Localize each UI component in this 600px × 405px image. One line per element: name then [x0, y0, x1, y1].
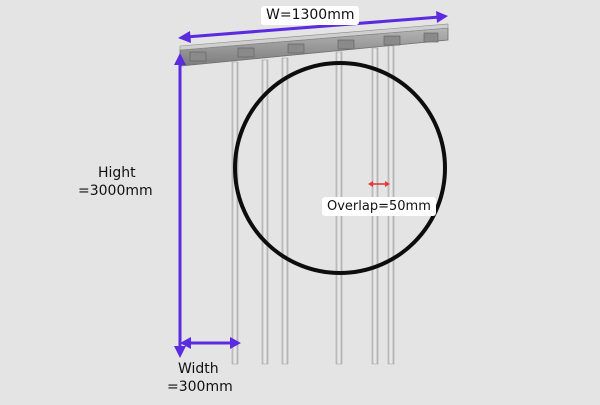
width-total-arrow: [178, 11, 448, 43]
height-label-line1: Hight: [98, 165, 136, 181]
width-total-label: W=1300mm: [261, 6, 360, 25]
height-arrow: [174, 53, 186, 358]
strip-width-label-line2: =300mm: [167, 379, 233, 395]
strip-width-label-line1: Width: [178, 361, 219, 377]
overlap-label: Overlap=50mm: [322, 197, 436, 216]
strip-3: [281, 57, 289, 365]
strip-2: [261, 59, 269, 365]
strip-width-arrow: [180, 337, 241, 349]
curtain-rail: [179, 23, 449, 67]
strip-1: [231, 61, 239, 365]
overlap-arrow: [368, 181, 390, 187]
height-label-line2: =3000mm: [78, 183, 153, 199]
rail-clips: [189, 32, 439, 62]
detail-circle: [233, 61, 447, 275]
